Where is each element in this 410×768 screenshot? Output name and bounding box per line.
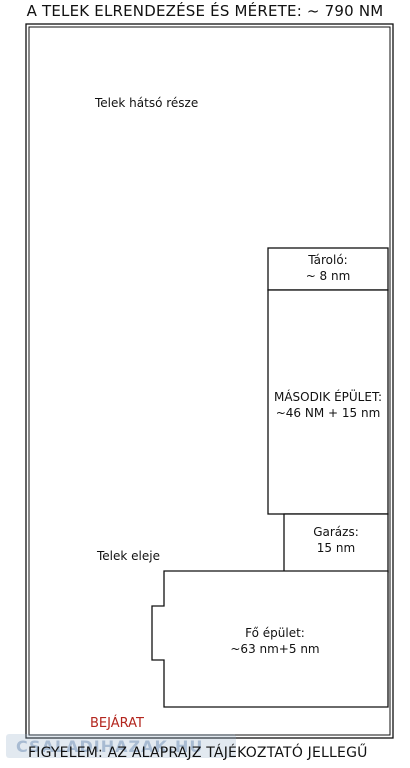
storage-size: ~ 8 nm xyxy=(305,269,351,283)
main-building-outline xyxy=(151,570,389,708)
front-of-plot-label: Telek eleje xyxy=(97,549,160,563)
main-building-name: Fő épület: xyxy=(245,626,305,640)
garage-size: 15 nm xyxy=(316,541,356,555)
disclaimer-footer: FIGYELEM: AZ ALAPRAJZ TÁJÉKOZTATÓ JELLEG… xyxy=(28,745,368,761)
storage-outline xyxy=(267,247,389,291)
second-building-outline xyxy=(267,289,389,515)
page-title: A TELEK ELRENDEZÉSE ÉS MÉRETE: ~ 790 NM xyxy=(26,2,384,20)
back-of-plot-label: Telek hátsó része xyxy=(95,96,199,110)
plot-boundary-inner xyxy=(28,26,391,736)
watermark-text: CSALADIHAZAK.HU xyxy=(16,737,204,756)
watermark-logo: CSALADIHAZAK.HU xyxy=(6,734,236,758)
second-building-size: ~46 NM + 15 nm xyxy=(275,406,381,420)
storage-name: Tároló: xyxy=(308,253,348,267)
plot-boundary-outer xyxy=(25,23,394,739)
garage-outline xyxy=(283,513,389,573)
garage-name: Garázs: xyxy=(313,525,359,539)
second-building-name: MÁSODIK ÉPÜLET: xyxy=(273,390,382,404)
entrance-label: BEJÁRAT xyxy=(90,716,144,731)
main-building-size: ~63 nm+5 nm xyxy=(230,642,320,656)
